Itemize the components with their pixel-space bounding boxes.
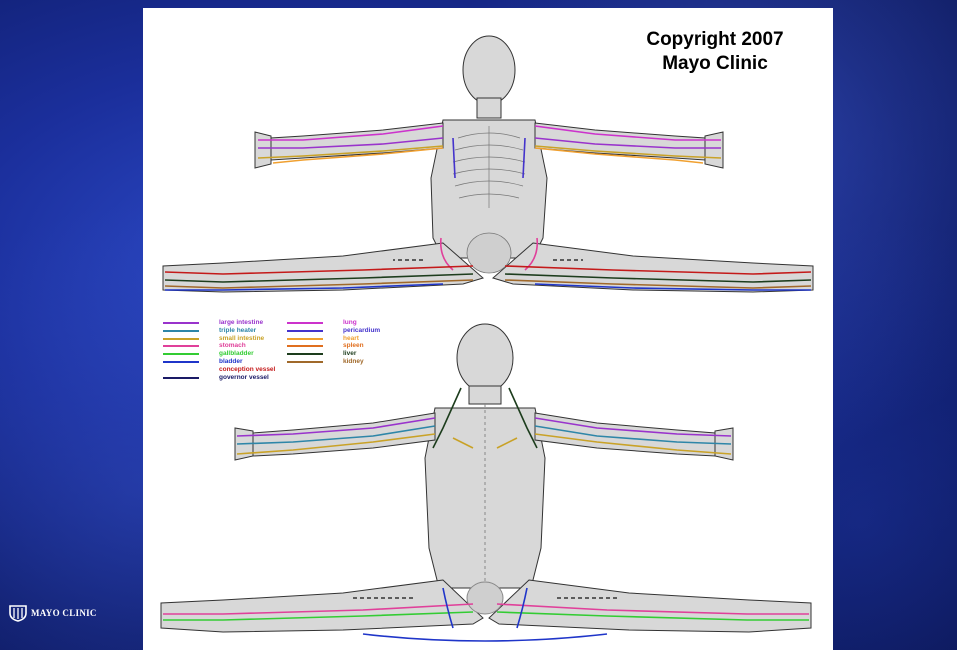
front-right-hand [705,132,723,168]
legend-swatch [163,353,199,355]
legend-swatch [287,330,323,332]
legend-swatch [163,345,199,347]
legend-swatch [163,322,199,324]
legend-swatch [287,353,323,355]
legend-right-column: lung pericardium heart spleen liver kidn… [287,319,383,366]
mayo-shield-icon [8,604,28,622]
legend-label: large intestine [219,319,263,327]
legend-label: heart [343,335,359,343]
legend-label: spleen [343,342,364,350]
legend-swatch [163,330,199,332]
legend-swatch [287,322,323,324]
legend-label: governor vessel [219,374,269,382]
legend-item: conception vessel [163,366,283,374]
legend-item: liver [287,350,383,358]
copyright-line-1: Copyright 2007 [615,28,815,52]
front-neck [477,98,501,118]
legend-item: bladder [163,358,283,366]
legend-item: stomach [163,342,283,350]
legend-item: governor vessel [163,374,283,382]
legend-label: bladder [219,358,242,366]
legend-label: liver [343,350,356,358]
legend-item: lung [287,319,383,327]
legend-item: triple heater [163,327,283,335]
legend-item: gallbladder [163,350,283,358]
legend-label: pericardium [343,327,380,335]
legend-swatch [163,361,199,363]
front-right-arm [535,123,705,160]
copyright-line-2: Mayo Clinic [615,52,815,76]
front-pelvis [467,233,511,273]
legend-swatch [287,345,323,347]
legend-label: triple heater [219,327,256,335]
legend-swatch [287,338,323,340]
legend-item: small intestine [163,335,283,343]
legend-item: kidney [287,358,383,366]
mayo-clinic-logo: MAYO CLINIC [8,604,97,622]
legend-swatch [287,361,323,363]
front-left-hand [255,132,271,168]
legend-left-column: large intestine triple heater small inte… [163,319,283,381]
legend-swatch [163,369,199,371]
front-head [463,36,515,104]
legend-item: large intestine [163,319,283,327]
legend-label: kidney [343,358,364,366]
legend-swatch [163,377,199,379]
copyright-notice: Copyright 2007 Mayo Clinic [615,28,815,76]
legend-label: stomach [219,342,246,350]
back-neck [469,386,501,404]
back-head [457,324,513,392]
legend-label: conception vessel [219,366,275,374]
legend-item: spleen [287,342,383,350]
legend-item: heart [287,335,383,343]
logo-text: MAYO CLINIC [31,608,97,618]
meridian-legend: large intestine triple heater small inte… [163,319,383,391]
legend-label: lung [343,319,357,327]
legend-label: small intestine [219,335,264,343]
front-left-arm [271,123,443,160]
legend-label: gallbladder [219,350,254,358]
legend-item: pericardium [287,327,383,335]
legend-swatch [163,338,199,340]
figure-panel: Copyright 2007 Mayo Clinic large intesti… [143,8,833,650]
